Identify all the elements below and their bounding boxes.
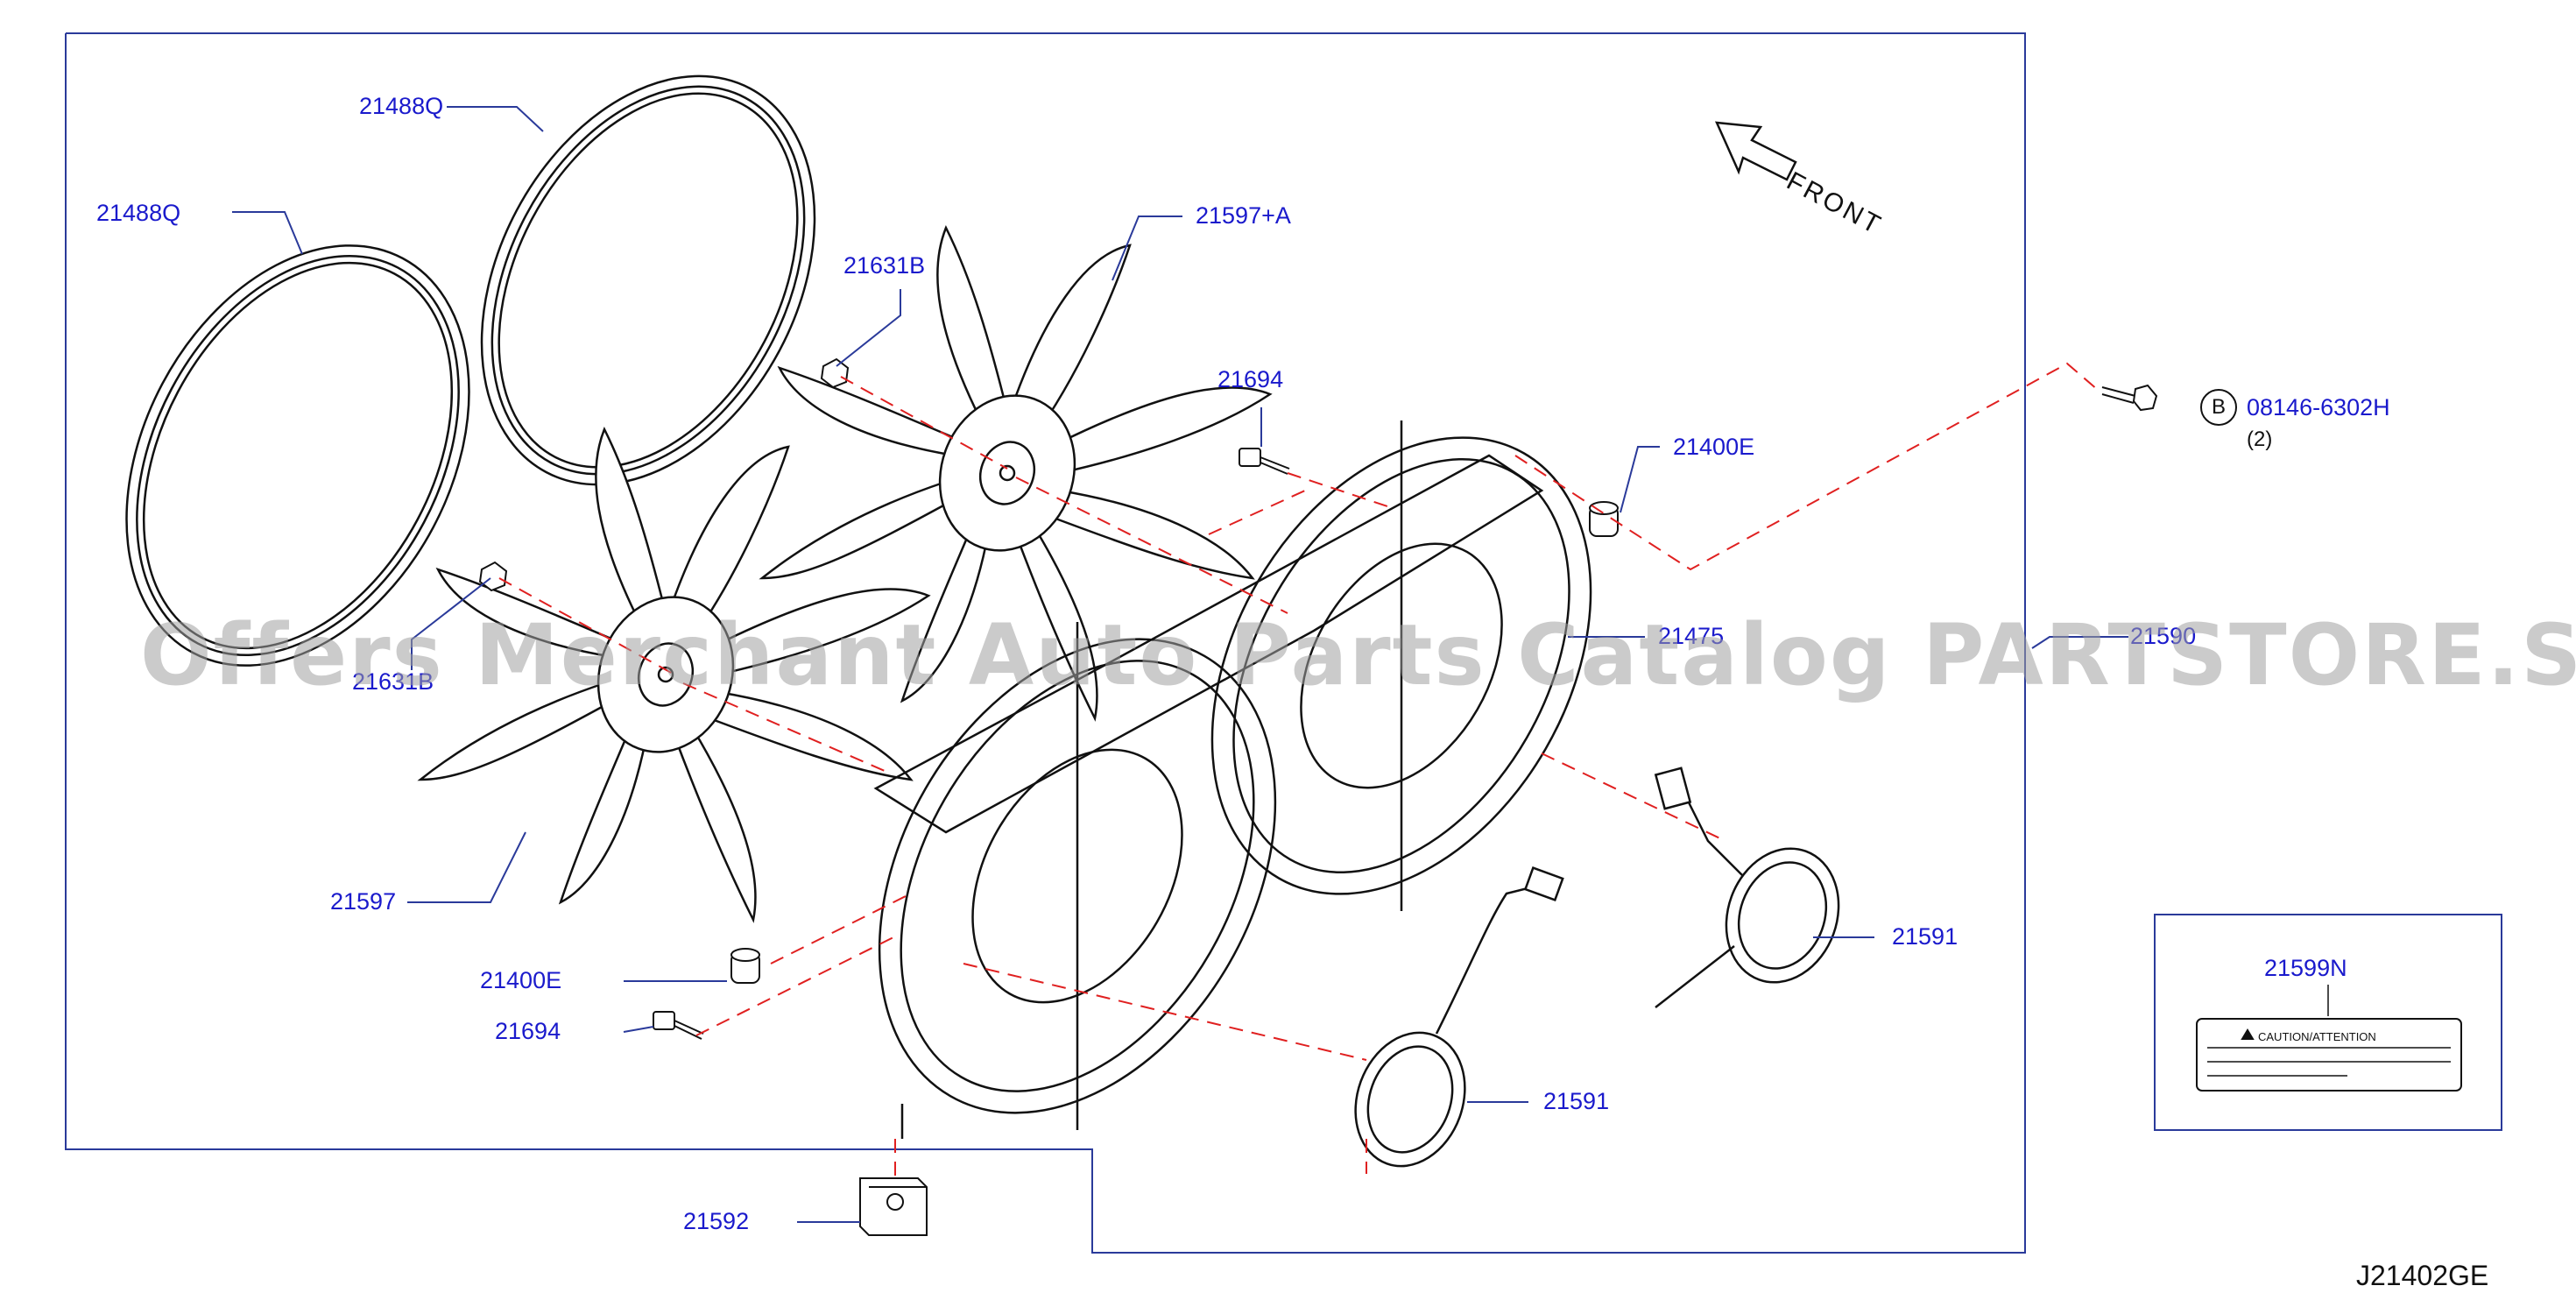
label-bolt[interactable]: 08146-6302H	[2247, 394, 2390, 420]
label-motor-right[interactable]: 21591	[1892, 923, 1958, 950]
grommet-upper	[1589, 501, 1619, 537]
screw-upper	[1239, 448, 1290, 475]
label-screw-upper[interactable]: 21694	[1217, 366, 1284, 392]
fan-upper	[759, 224, 1273, 722]
label-bolt-qty: (2)	[2247, 427, 2273, 451]
caution-label-sticker	[2196, 1018, 2462, 1092]
grommet-lower	[730, 948, 760, 984]
fan-motor-right	[1654, 767, 1840, 1008]
bolt	[2101, 384, 2158, 412]
nut-upper	[820, 357, 850, 389]
label-assembly[interactable]: 21590	[2130, 623, 2197, 649]
label-nut-lower[interactable]: 21631B	[352, 668, 434, 695]
watermark-text: Offers Merchant Auto Parts Catalog PARTS…	[140, 606, 2576, 704]
fan-shroud	[873, 420, 1592, 1139]
label-caution-label[interactable]: 21599N	[2264, 955, 2347, 981]
label-screw-lower[interactable]: 21694	[495, 1018, 561, 1044]
nut-lower	[478, 561, 508, 592]
label-nut-upper[interactable]: 21631B	[843, 252, 926, 279]
caution-label-frame	[2154, 914, 2502, 1131]
leader-lines	[232, 106, 2128, 1223]
label-seal-ring-upper[interactable]: 21488Q	[359, 93, 444, 119]
label-seal-ring-left[interactable]: 21488Q	[96, 200, 181, 226]
fan-motor-lower	[1354, 866, 1564, 1168]
label-fan-upper[interactable]: 21597+A	[1196, 202, 1291, 229]
caution-label-text: CAUTION/ATTENTION	[2258, 1030, 2376, 1043]
callout-b-icon: B	[2200, 389, 2237, 426]
label-motor-lower[interactable]: 21591	[1543, 1088, 1610, 1114]
bracket	[859, 1177, 928, 1236]
label-bracket[interactable]: 21592	[683, 1208, 750, 1234]
label-grommet-upper[interactable]: 21400E	[1673, 434, 1755, 460]
assembly-frame	[65, 32, 2026, 1254]
front-arrow-icon	[1714, 121, 1797, 181]
label-fan-lower[interactable]: 21597	[330, 888, 397, 915]
screw-lower	[653, 1011, 704, 1040]
label-shroud[interactable]: 21475	[1658, 623, 1725, 649]
diagram-code: J21402GE	[2356, 1260, 2489, 1291]
fan-lower	[417, 426, 931, 923]
assembly-guide-lines	[498, 362, 2099, 1176]
seal-ring-left	[125, 244, 470, 667]
seal-ring-upper	[480, 74, 816, 486]
label-grommet-lower[interactable]: 21400E	[480, 967, 562, 993]
